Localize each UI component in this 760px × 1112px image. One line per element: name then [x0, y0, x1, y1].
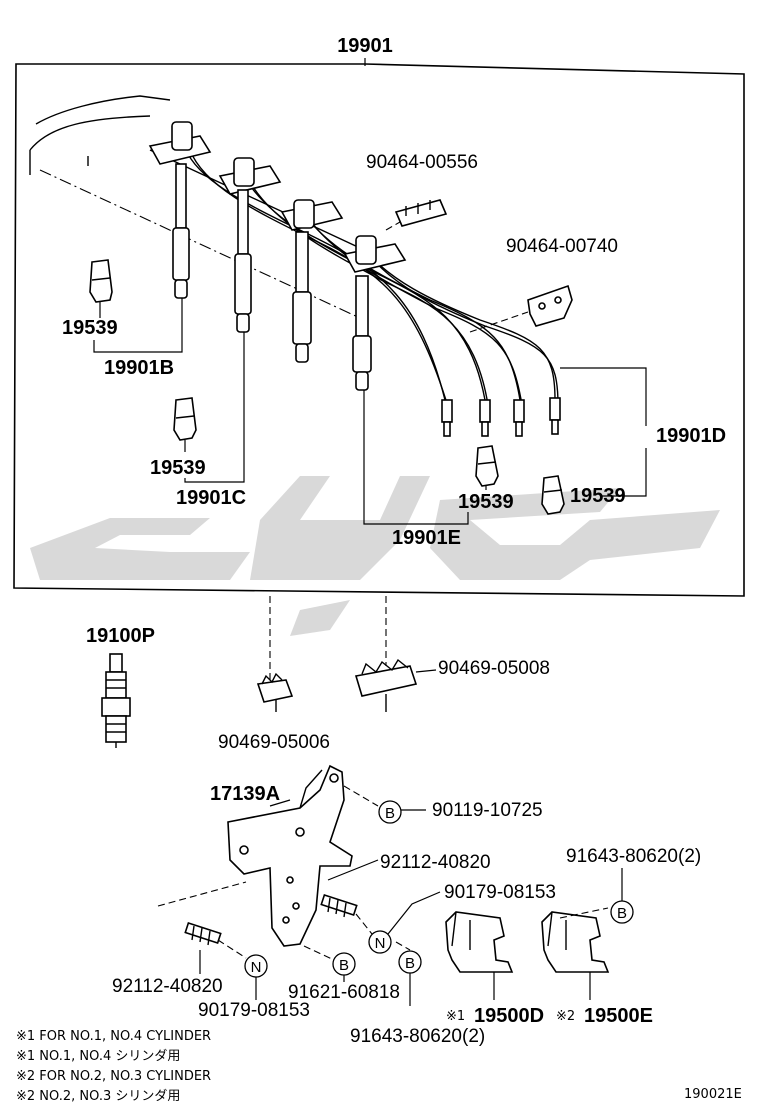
note-line-2: ※1 NO.1, NO.4 シリンダ用: [16, 1049, 180, 1064]
label-cord-c: 19901C: [176, 487, 246, 509]
label-cord-d: 19901D: [656, 425, 726, 447]
label-boot-4: 19539: [570, 485, 626, 507]
svg-text:N: N: [251, 959, 262, 976]
label-bolt-2: 91643-80620(2): [350, 1026, 485, 1047]
coil-connectors: [148, 121, 407, 273]
boot-19539-d: [541, 475, 565, 515]
label-nut-1: 90179-08153: [444, 882, 556, 903]
note-line-3: ※2 FOR NO.2, NO.3 CYLINDER: [16, 1069, 211, 1084]
label-bolt-1: 90119-10725: [432, 800, 543, 821]
wire-clamp-small: [394, 199, 448, 227]
wire-terminals: [441, 397, 561, 437]
plug-boots: [172, 163, 372, 391]
callout-circles: B B N B N B: [244, 800, 634, 1006]
label-coil-d: 19500D: [474, 1005, 544, 1027]
label-stud-1: 92112-40820: [380, 852, 491, 873]
label-boot-2: 19539: [150, 457, 206, 479]
label-clamp-a: 90464-00556: [366, 152, 478, 173]
bracket-dashed-lines: [157, 785, 411, 961]
label-coil-e: 19500E: [584, 1005, 653, 1027]
boot-19539-c: [475, 445, 499, 487]
wire-clamp-large: [527, 284, 573, 327]
watermark-logo: [30, 476, 720, 636]
boot-19539-a: [89, 259, 113, 303]
svg-text:B: B: [617, 905, 627, 922]
svg-text:B: B: [339, 957, 349, 974]
ignition-wire-bundle: [184, 147, 559, 421]
bracket-stud: [320, 893, 358, 918]
label-clamp-b: 90464-00740: [506, 236, 618, 257]
label-holder-a: 90469-05006: [218, 732, 330, 753]
svg-text:B: B: [385, 805, 395, 822]
label-holder-b: 90469-05008: [438, 658, 550, 679]
label-spark-plug: 19100P: [86, 625, 155, 647]
label-washer: 91621-60818: [288, 982, 400, 1003]
label-boot-3: 19539: [458, 491, 514, 513]
label-coil-d-mark: ※1: [446, 1009, 465, 1024]
svg-text:N: N: [375, 935, 386, 952]
ignition-coil-d: [445, 911, 514, 1000]
label-bolt-3: 91643-80620(2): [566, 846, 701, 867]
label-assembly-19901: 19901: [337, 35, 393, 57]
label-bracket: 17139A: [210, 783, 280, 805]
figure-code: 190021E: [684, 1087, 742, 1102]
cord-holder-large: [354, 658, 437, 712]
cord-set-frame: [13, 58, 745, 597]
label-coil-e-mark: ※2: [556, 1009, 575, 1024]
label-boot-1: 19539: [62, 317, 118, 339]
label-cord-b: 19901B: [104, 357, 174, 379]
label-stud-2: 92112-40820: [112, 976, 223, 997]
coil-bracket: [227, 764, 353, 947]
label-nut-2: 90179-08153: [198, 1000, 310, 1021]
label-cord-e: 19901E: [392, 527, 461, 549]
spark-plug: [101, 653, 131, 748]
svg-text:B: B: [405, 955, 415, 972]
leader-lines: [93, 298, 647, 525]
ignition-coil-e: [541, 907, 610, 1000]
loose-stud: [184, 921, 222, 946]
note-line-1: ※1 FOR NO.1, NO.4 CYLINDER: [16, 1029, 211, 1044]
boot-19539-b: [173, 397, 197, 441]
cord-holder-small: [256, 672, 294, 712]
note-line-4: ※2 NO.2, NO.3 シリンダ用: [16, 1089, 180, 1104]
